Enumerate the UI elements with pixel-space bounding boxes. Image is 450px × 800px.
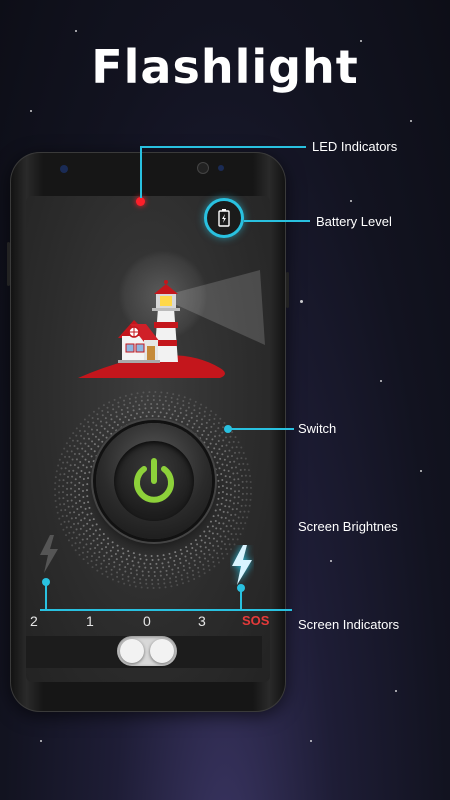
switch-dot-ring: [54, 391, 252, 589]
callout-led-label: LED Indicators: [312, 139, 398, 154]
star: [350, 200, 352, 202]
callout-line: [230, 428, 294, 430]
front-sensor: [60, 165, 68, 173]
star: [310, 740, 312, 742]
callout-line: [140, 146, 142, 198]
power-side-button: [286, 272, 289, 308]
indicator-level[interactable]: 1: [86, 613, 94, 629]
power-switch-button[interactable]: [96, 423, 212, 539]
star: [380, 380, 382, 382]
callout-battery-label: Battery Level: [316, 214, 392, 229]
star: [395, 690, 397, 692]
star: [360, 40, 362, 42]
battery-icon: [218, 209, 230, 227]
callout-dot: [224, 425, 232, 433]
callout-line: [140, 146, 306, 148]
front-camera: [198, 163, 208, 173]
brightness-pin-right: [240, 590, 242, 610]
callout-brightness-label: Screen Brightnes: [298, 519, 398, 534]
star: [420, 470, 422, 472]
lighthouse-illustration: [78, 270, 265, 378]
power-icon: [134, 458, 174, 503]
indicator-sos[interactable]: SOS: [242, 613, 270, 628]
toggle-knob[interactable]: [120, 639, 144, 663]
power-switch-inner[interactable]: [114, 441, 194, 521]
toggle-knob[interactable]: [150, 639, 174, 663]
star: [40, 740, 42, 742]
star: [410, 120, 412, 122]
lightning-icon: [40, 535, 58, 573]
indicator-level[interactable]: 2: [30, 613, 38, 629]
brightness-pin-left: [45, 584, 47, 610]
battery-level-indicator: [204, 198, 244, 238]
led-indicator: [136, 197, 145, 206]
screen-indicator-line: [40, 609, 292, 611]
brightness-marker-left: [42, 578, 50, 586]
star: [300, 300, 303, 303]
screen-light-toggle[interactable]: [117, 636, 177, 666]
callout-indicators-label: Screen Indicators: [298, 617, 400, 632]
star: [30, 110, 32, 112]
callout-line: [244, 220, 310, 222]
star: [75, 30, 77, 32]
star: [330, 560, 332, 562]
indicator-level[interactable]: 0: [143, 613, 151, 629]
page-title: Flashlight: [91, 40, 359, 94]
lightning-icon[interactable]: [230, 545, 254, 585]
indicator-level[interactable]: 3: [198, 613, 206, 629]
brightness-marker-right[interactable]: [237, 584, 245, 592]
callout-switch-label: Switch: [298, 421, 337, 436]
front-sensor: [218, 165, 224, 171]
volume-button: [7, 242, 10, 286]
